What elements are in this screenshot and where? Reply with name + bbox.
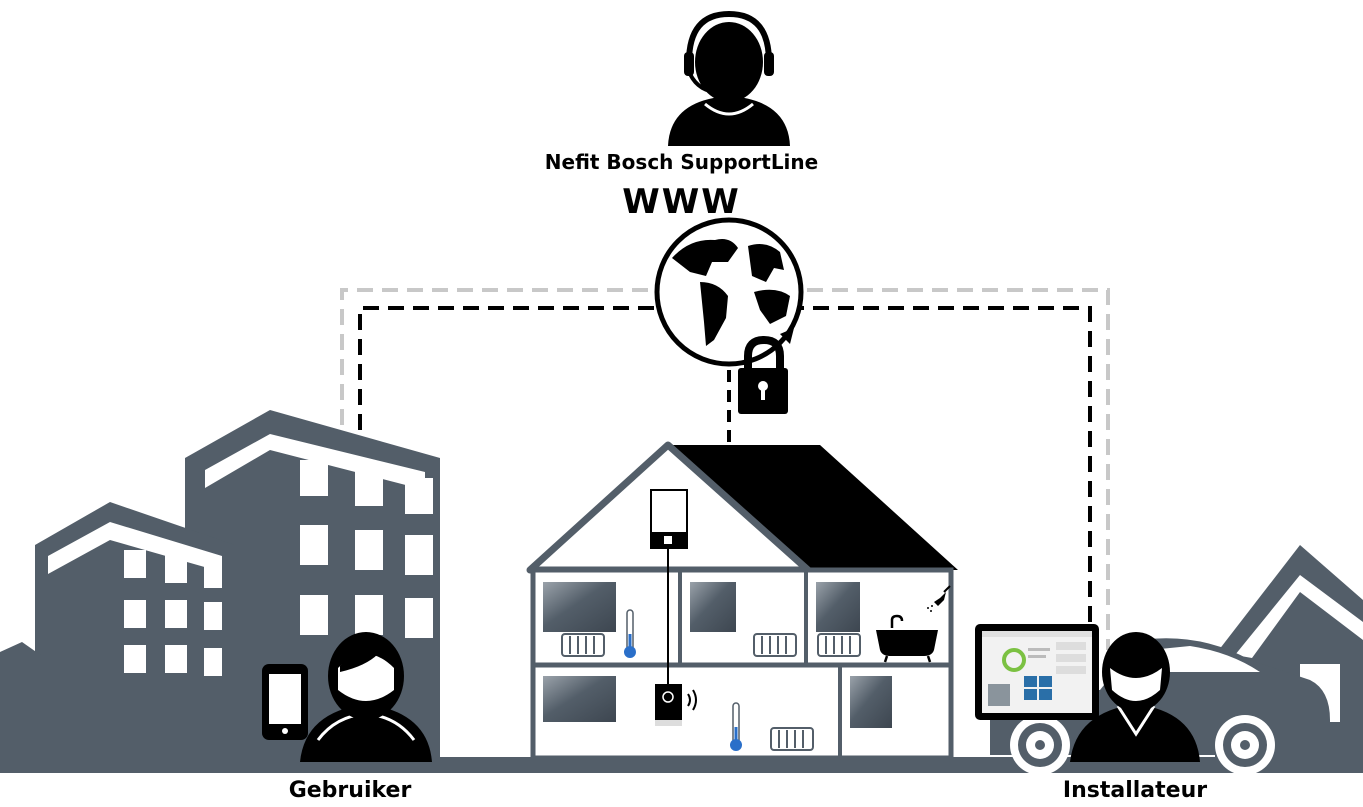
thermostat-icon: [655, 684, 697, 726]
boiler-icon: [650, 489, 688, 684]
globe-icon: [654, 217, 804, 367]
tablet-icon: [262, 664, 308, 740]
central-house: [526, 441, 958, 761]
user-person-icon: [300, 632, 432, 762]
padlock-icon: [738, 335, 788, 414]
car-wheel-left: [1010, 715, 1070, 775]
headset-person-icon: [668, 10, 790, 146]
installer-person-icon: [1070, 632, 1200, 762]
shower-icon: [927, 585, 951, 612]
car-wheel-right: [1215, 715, 1275, 775]
radiator-icon: [561, 633, 861, 751]
www-label: WWW: [622, 182, 741, 222]
installer-label: Installateur: [1062, 778, 1208, 803]
installer-laptop: [975, 624, 1099, 720]
user-label: Gebruiker: [288, 778, 412, 803]
supportline-label: Nefit Bosch SupportLine: [544, 150, 819, 174]
bathtub-icon: [876, 614, 938, 663]
thermometer-icon: [624, 609, 742, 751]
